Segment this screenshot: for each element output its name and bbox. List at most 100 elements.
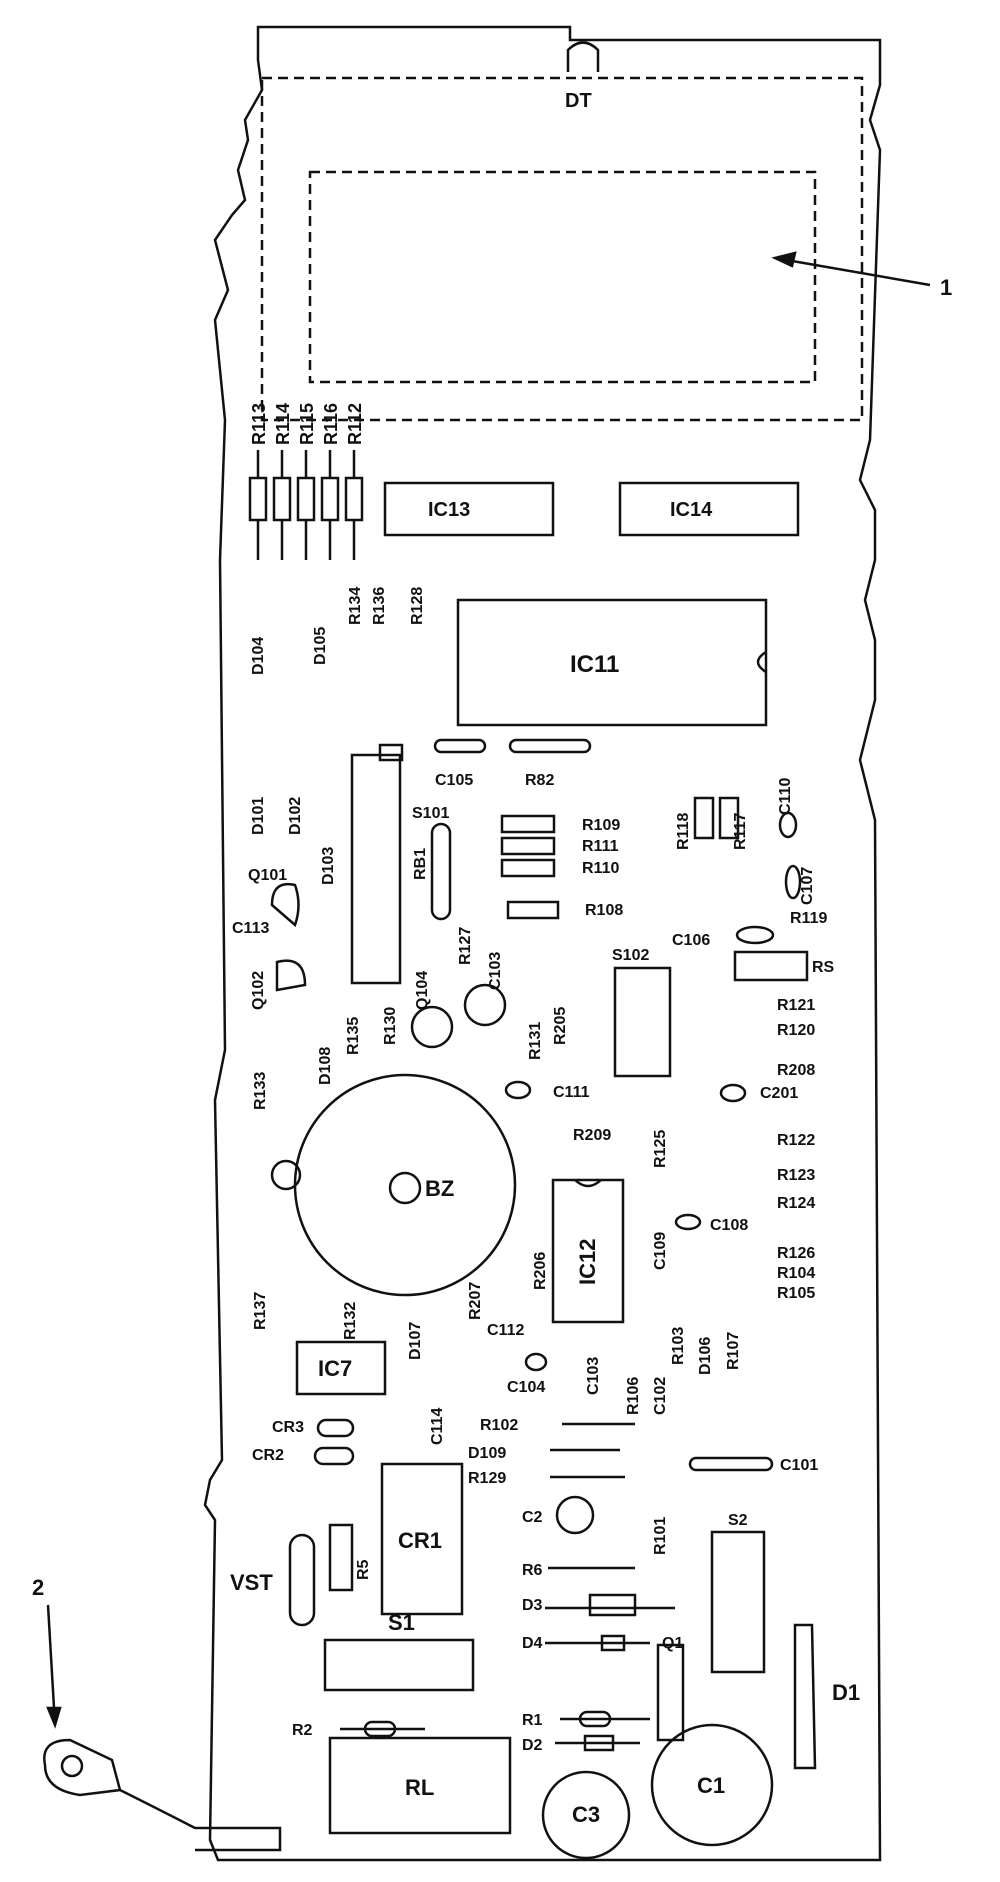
label-d106: D106 [697,1337,714,1375]
label-r111: R111 [582,838,619,855]
callout-2: 2 [32,1575,44,1600]
ground-lug [43,1738,122,1797]
label-r117: R117 [732,813,749,850]
ic7-body [295,1340,387,1396]
label-r2: R2 [292,1722,313,1739]
display-outer-frame [260,76,864,422]
label-d107: D107 [407,1322,424,1360]
label-ic11: IC11 [570,651,619,678]
label-r114: R114 [273,403,293,445]
label-r136: R136 [371,587,388,625]
label-r209: R209 [573,1127,611,1144]
label-d3: D3 [522,1597,543,1614]
capacitor-c3 [541,1770,631,1860]
label-c201: C201 [760,1085,798,1102]
label-c112: C112 [487,1322,524,1339]
label-r103: R103 [670,1327,687,1365]
label-c103b: C103 [585,1357,602,1395]
label-c104: C104 [507,1379,545,1396]
label-r122: R122 [777,1132,815,1149]
label-d104: D104 [250,637,267,675]
label-d103: D103 [320,847,337,885]
label-c109: C109 [652,1232,669,1270]
ic12-body [551,1178,625,1324]
top-resistor-bank [248,450,364,560]
label-r112: R112 [345,403,365,445]
callout-1-leader [774,256,931,287]
s101-switch [430,822,452,921]
label-d101: D101 [250,797,267,835]
label-ic7: IC7 [318,1356,352,1381]
label-s1: S1 [388,1610,415,1635]
label-d105: D105 [312,627,329,665]
label-rb1: RB1 [412,848,429,880]
label-c101: C101 [780,1457,818,1474]
label-r116: R116 [321,403,341,445]
label-r129: R129 [468,1470,506,1487]
label-r120: R120 [777,1022,815,1039]
display-inner-frame [308,170,817,384]
label-c102: C102 [652,1377,669,1415]
label-d108: D108 [317,1047,334,1085]
cr1-block [380,1462,464,1616]
callout-1: 1 [940,275,952,300]
label-s2: S2 [728,1512,748,1529]
label-r130: R130 [382,1007,399,1045]
label-r108: R108 [585,902,623,919]
label-c1: C1 [697,1773,725,1798]
callout-1-arrowhead [771,251,797,268]
label-r5: R5 [355,1559,372,1580]
label-dt: DT [565,90,592,112]
label-rs: RS [812,959,835,976]
label-r106: R106 [625,1377,642,1415]
label-r128: R128 [409,587,426,625]
capacitor-c1 [650,1723,774,1847]
label-vst: VST [230,1570,273,1595]
label-r102: R102 [480,1417,518,1434]
label-r118: R118 [675,813,692,850]
label-q1: Q1 [662,1635,683,1652]
label-c107: C107 [799,867,816,905]
label-r110: R110 [582,860,619,877]
label-s102: S102 [612,947,649,964]
label-cr2: CR2 [252,1447,284,1464]
label-d1: D1 [832,1680,860,1705]
ic14-body [618,481,800,537]
label-r132: R132 [342,1302,359,1340]
label-c106: C106 [672,932,710,949]
label-ic14: IC14 [670,499,713,521]
label-r125: R125 [652,1130,669,1168]
label-r124: R124 [777,1195,815,1212]
label-c113: C113 [232,920,269,937]
label-r123: R123 [777,1167,815,1184]
label-r121: R121 [777,997,815,1014]
dt-sensor [566,41,600,72]
label-r131: R131 [527,1022,544,1060]
label-r107: R107 [725,1332,742,1370]
label-ic13: IC13 [428,499,470,521]
label-r137: R137 [252,1292,269,1330]
label-c110: C110 [777,778,794,815]
label-r113: R113 [249,403,269,445]
label-r127: R127 [457,927,474,965]
label-r207: R207 [467,1282,484,1320]
label-c103: C103 [487,952,504,990]
label-q102: Q102 [250,971,267,1010]
label-r135: R135 [345,1017,362,1055]
label-c114: C114 [429,1408,446,1445]
label-c105: C105 [435,772,473,789]
label-r1: R1 [522,1712,543,1729]
label-q101: Q101 [248,867,287,884]
label-r133: R133 [252,1072,269,1110]
label-d102: D102 [287,797,304,835]
label-s101: S101 [412,805,449,822]
callout-2-leader [46,1604,57,1726]
label-d2: D2 [522,1737,543,1754]
ic13-body [383,481,555,537]
board-outline [203,25,882,1862]
label-r101: R101 [652,1517,669,1555]
label-r109: R109 [582,817,620,834]
s102-connector [613,966,672,1078]
label-r104: R104 [777,1265,815,1282]
